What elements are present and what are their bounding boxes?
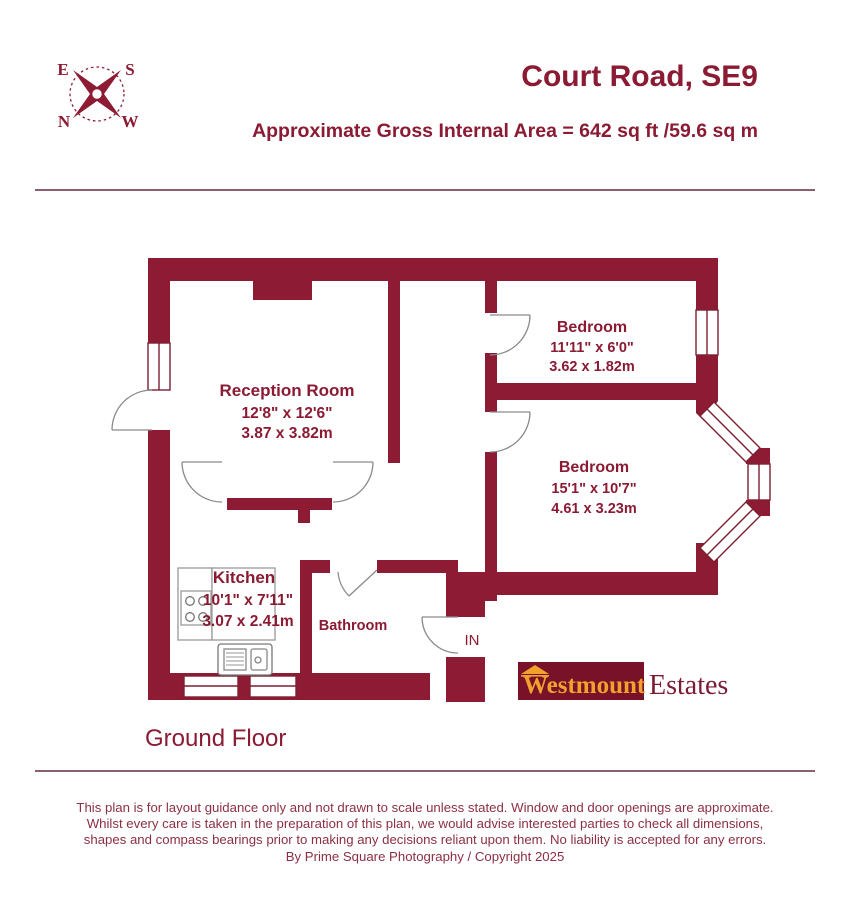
door-bedroom2 — [489, 411, 531, 453]
bay-window-upper — [699, 401, 761, 463]
svg-text:11'11" x 6'0": 11'11" x 6'0" — [550, 340, 634, 356]
kitchen-fixtures — [177, 567, 276, 676]
compass-rose-icon: E S N W — [57, 60, 138, 131]
svg-text:10'1" x 7'11": 10'1" x 7'11" — [203, 592, 293, 609]
logo-primary-text: Westmount — [523, 672, 646, 699]
sink-icon — [217, 643, 273, 676]
svg-text:15'1" x 10'7": 15'1" x 10'7" — [551, 481, 636, 497]
room-labels: Reception Room 12'8" x 12'6" 3.87 x 3.82… — [202, 319, 636, 649]
window-bedroom1-right — [695, 309, 719, 356]
disclaimer-line-3: shapes and compass bearings prior to mak… — [84, 832, 766, 847]
svg-text:Kitchen: Kitchen — [213, 568, 275, 587]
disclaimer-line-1: This plan is for layout guidance only an… — [76, 800, 773, 815]
entrance-label: IN — [465, 632, 480, 649]
compass-e: E — [57, 60, 68, 79]
disclaimer: This plan is for layout guidance only an… — [76, 800, 773, 864]
door-reception-left — [181, 461, 223, 503]
compass-n: N — [58, 112, 71, 131]
page-title: Court Road, SE9 — [521, 60, 758, 93]
bay-window-lower — [699, 501, 761, 563]
door-entrance — [421, 616, 459, 654]
logo-roof-icon — [521, 665, 549, 674]
disclaimer-line-2: Whilst every care is taken in the prepar… — [87, 816, 764, 831]
door-side-exit — [111, 389, 153, 431]
doors — [111, 314, 531, 654]
agency-logo: Westmount Estates — [518, 662, 728, 701]
bay-window-middle — [747, 463, 771, 501]
disclaimer-line-4: By Prime Square Photography / Copyright … — [286, 849, 565, 864]
svg-text:3.87 x 3.82m: 3.87 x 3.82m — [241, 425, 332, 442]
room-label-bedroom1: Bedroom 11'11" x 6'0" 3.62 x 1.82m — [549, 319, 634, 375]
svg-text:Bedroom: Bedroom — [559, 459, 629, 476]
svg-text:Bedroom: Bedroom — [557, 319, 627, 336]
compass-w: W — [122, 112, 139, 131]
hob-icon — [180, 590, 212, 626]
svg-text:Reception Room: Reception Room — [219, 381, 354, 400]
logo-secondary-text: Estates — [649, 670, 728, 701]
room-label-bathroom: Bathroom — [319, 618, 387, 634]
window-kitchen-left — [183, 675, 239, 698]
door-bathroom — [337, 569, 378, 597]
svg-text:4.61 x 3.23m: 4.61 x 3.23m — [551, 501, 636, 517]
svg-text:3.62 x 1.82m: 3.62 x 1.82m — [549, 359, 634, 375]
room-label-reception: Reception Room 12'8" x 12'6" 3.87 x 3.82… — [219, 381, 354, 442]
svg-text:3.07 x 2.41m: 3.07 x 2.41m — [202, 613, 293, 630]
floor-label: Ground Floor — [145, 725, 286, 752]
door-bedroom1 — [489, 314, 531, 356]
divider-top — [35, 189, 815, 191]
divider-bottom — [35, 770, 815, 772]
svg-text:12'8" x 12'6": 12'8" x 12'6" — [241, 405, 332, 422]
door-reception-right — [332, 461, 374, 503]
window-reception-left — [147, 342, 171, 391]
room-label-bedroom2: Bedroom 15'1" x 10'7" 4.61 x 3.23m — [551, 459, 636, 517]
windows — [147, 309, 771, 698]
compass-s: S — [125, 60, 134, 79]
window-kitchen-right — [249, 675, 297, 698]
room-label-kitchen: Kitchen 10'1" x 7'11" 3.07 x 2.41m — [202, 568, 293, 630]
kitchen-counter-main — [211, 567, 276, 641]
page-subtitle: Approximate Gross Internal Area = 642 sq… — [252, 120, 758, 142]
